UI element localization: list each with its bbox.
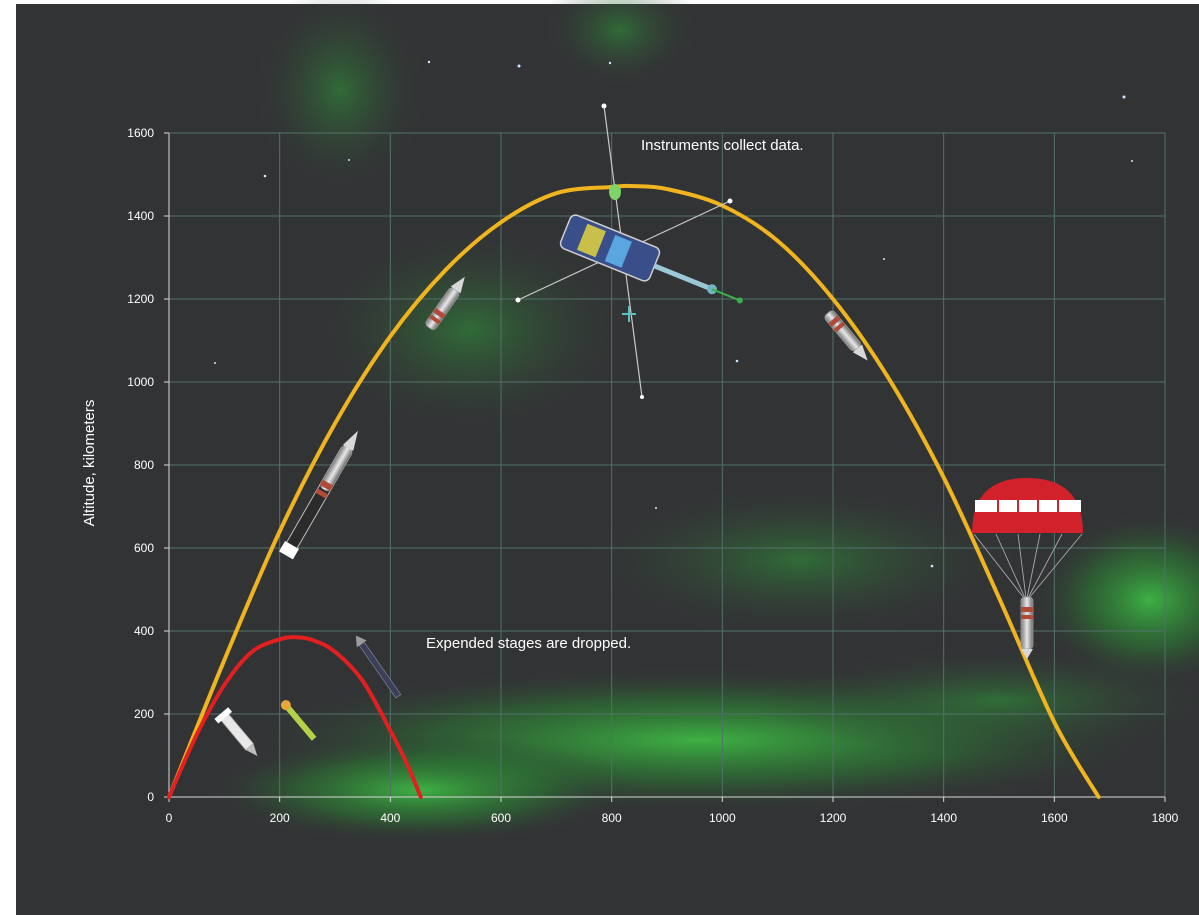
y-tick-label: 1000 [127, 375, 154, 389]
illustrations [214, 103, 1083, 756]
annotation-apogee: Instruments collect data. [641, 137, 804, 154]
spent-stage-icon [280, 700, 317, 741]
spent-stage-icon [214, 707, 258, 756]
x-tick-label: 600 [491, 811, 511, 825]
x-tick-label: 1600 [1041, 811, 1068, 825]
satellite-payload-icon [515, 103, 743, 399]
aurora-glow [200, 0, 1199, 845]
rocket-icon [279, 430, 358, 560]
x-tick-label: 1200 [820, 811, 847, 825]
axes: 0 200 400 600 800 1000 1200 1400 1600 1800 0 200 400… [127, 126, 1178, 825]
y-tick-label: 0 [147, 790, 154, 804]
x-tick-label: 1000 [709, 811, 736, 825]
trajectory-line [167, 183, 1101, 799]
y-tick-label: 1200 [127, 292, 154, 306]
annotation-stages: Expended stages are dropped. [426, 635, 631, 652]
y-tick-label: 600 [134, 541, 154, 555]
y-tick-label: 800 [134, 458, 154, 472]
x-tick-label: 0 [166, 811, 173, 825]
x-tick-label: 1800 [1152, 811, 1179, 825]
x-tick-label: 200 [270, 811, 290, 825]
y-tick-label: 1400 [127, 209, 154, 223]
y-tick-label: 400 [134, 624, 154, 638]
stars [214, 60, 1133, 568]
x-tick-label: 1400 [930, 811, 957, 825]
x-tick-label: 400 [380, 811, 400, 825]
parachute-icon [972, 478, 1083, 659]
dropped-stages-line [167, 635, 423, 799]
y-tick-label: 200 [134, 707, 154, 721]
y-tick-label: 1600 [127, 126, 154, 140]
series-layer [167, 183, 1101, 799]
y-axis-title: Altitude, kilometers [81, 400, 98, 527]
rocket-icon [425, 276, 465, 330]
annotations: Instruments collect data. Expended stage… [426, 137, 804, 652]
x-tick-label: 800 [602, 811, 622, 825]
rocket-icon [824, 310, 868, 361]
spent-stage-icon [355, 635, 402, 699]
